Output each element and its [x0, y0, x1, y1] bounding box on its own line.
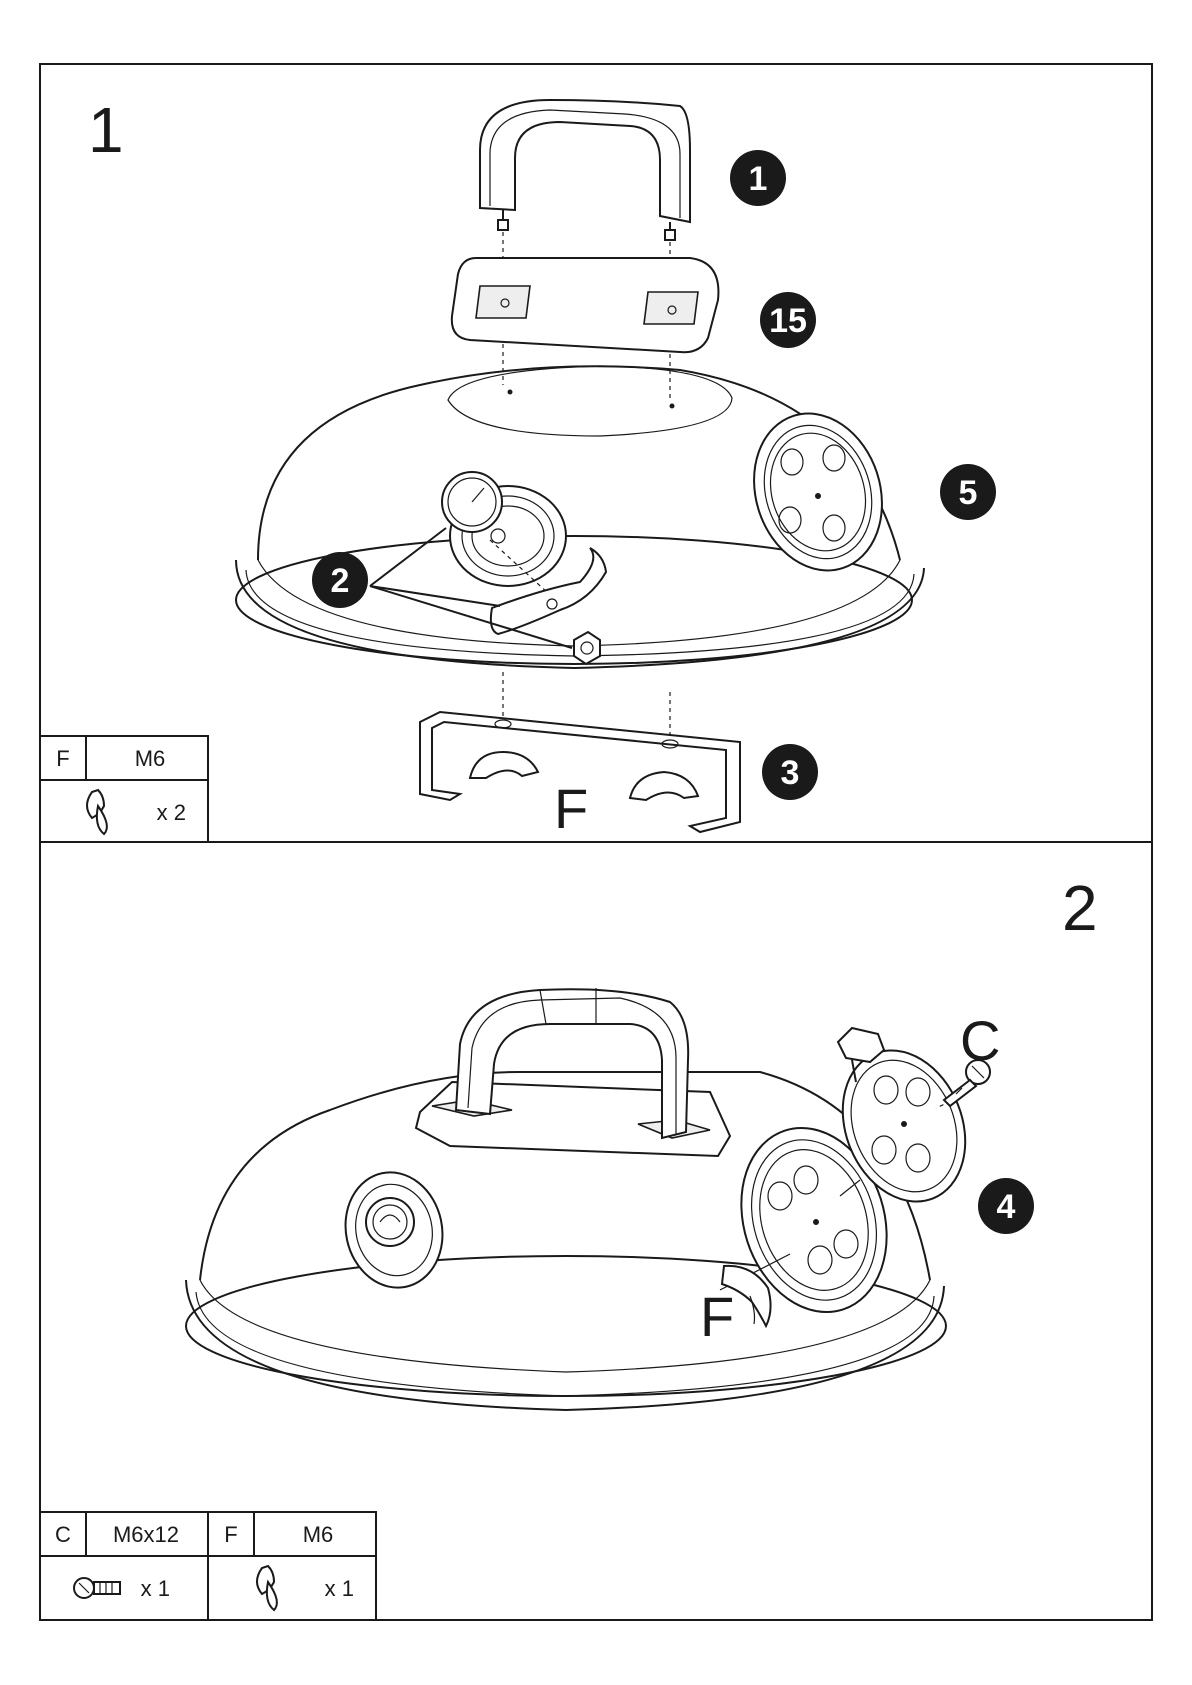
svg-text:2: 2 [331, 562, 350, 600]
parts-qty: x 1 [325, 1576, 354, 1601]
svg-text:1: 1 [749, 160, 768, 198]
handle-part [480, 100, 690, 240]
parts-size: M6 [135, 746, 166, 771]
callout-15: 15 [760, 292, 816, 348]
parts-code: F [56, 746, 69, 771]
step-2-panel: 2 [40, 872, 1098, 1620]
parts-size: M6 [303, 1522, 334, 1547]
step-1-letter-f: F [554, 777, 588, 840]
step-2-parts-table-f: F M6 x 1 [208, 1512, 376, 1620]
parts-qty: x 1 [141, 1576, 170, 1601]
wing-nut-icon [87, 790, 107, 834]
svg-text:3: 3 [781, 754, 800, 792]
svg-text:5: 5 [959, 474, 978, 512]
handle-plate-part [452, 258, 719, 352]
step-2-letter-f: F [700, 1285, 734, 1348]
callout-4: 4 [978, 1178, 1034, 1234]
wing-nut-icon [257, 1566, 277, 1610]
step-1-panel: 1 [40, 94, 996, 842]
callout-3: 3 [762, 744, 818, 800]
parts-code: F [224, 1522, 237, 1547]
step-1-parts-table: F M6 x 2 [40, 736, 208, 842]
parts-size: M6x12 [113, 1522, 179, 1547]
parts-code: C [55, 1522, 71, 1547]
parts-qty: x 2 [157, 800, 186, 825]
svg-text:4: 4 [997, 1188, 1016, 1226]
step-2-letter-c: C [960, 1009, 1000, 1072]
svg-text:15: 15 [769, 302, 807, 340]
screw-icon [74, 1578, 120, 1598]
callout-2: 2 [312, 552, 368, 608]
callout-1: 1 [730, 150, 786, 206]
step-2-number: 2 [1062, 872, 1098, 944]
callout-5: 5 [940, 464, 996, 520]
step-1-number: 1 [88, 94, 124, 166]
